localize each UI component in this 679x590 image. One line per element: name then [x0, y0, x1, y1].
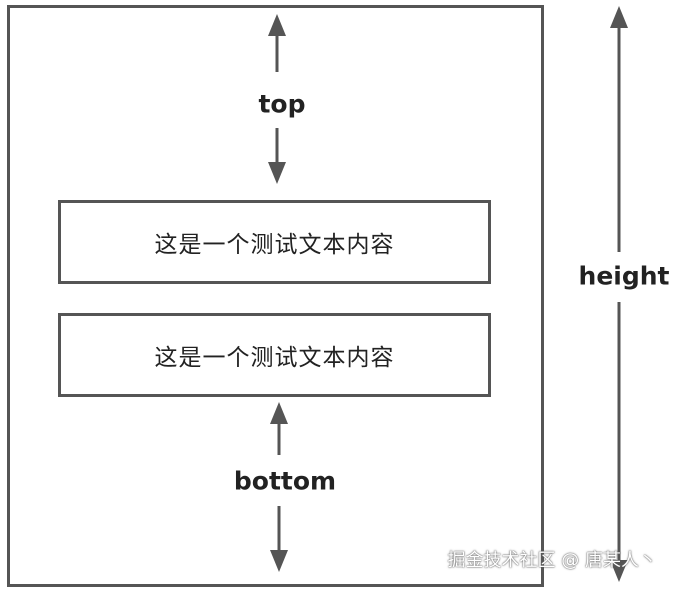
top-label: top	[258, 89, 306, 119]
container-box	[7, 5, 544, 587]
text-box-first-label: 这是一个测试文本内容	[154, 232, 395, 258]
bottom-arrow-down	[270, 506, 288, 572]
top-arrow-up	[268, 14, 286, 72]
top-arrow-down	[268, 128, 286, 184]
bottom-arrow-up	[270, 402, 288, 455]
text-box-first: 这是一个测试文本内容	[58, 200, 491, 284]
height-arrow-up	[610, 6, 628, 252]
watermark: 掘金技术社区 @ 唐某人丶	[447, 550, 657, 571]
text-box-second: 这是一个测试文本内容	[58, 313, 491, 397]
bottom-label: bottom	[233, 466, 337, 496]
height-arrow-down	[610, 302, 628, 582]
text-box-second-label: 这是一个测试文本内容	[154, 345, 395, 371]
height-label: height	[578, 261, 670, 291]
